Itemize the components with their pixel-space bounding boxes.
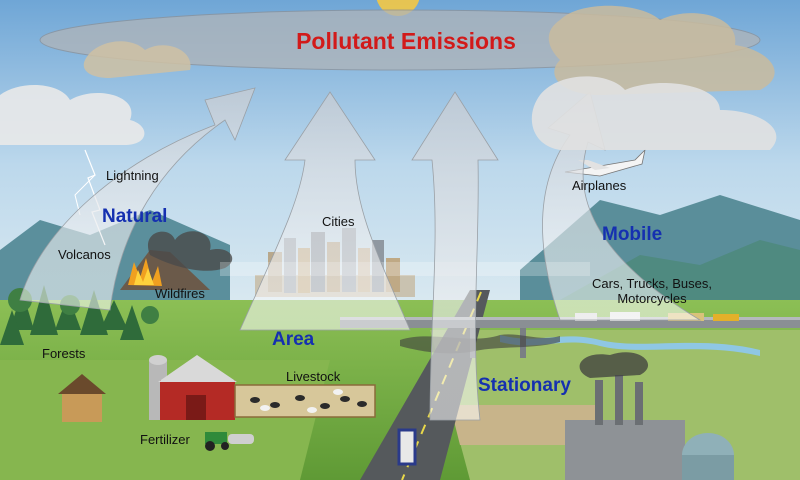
label-wildfires: Wildfires	[155, 286, 205, 301]
category-stationary: Stationary	[478, 375, 571, 396]
house	[62, 392, 102, 422]
category-mobile: Mobile	[602, 224, 663, 245]
arrow-stationary	[411, 91, 499, 421]
arrow-area	[239, 91, 411, 331]
label-airplanes: Airplanes	[572, 178, 627, 193]
emission-arrows	[19, 87, 702, 421]
river	[500, 335, 760, 356]
smoke	[147, 231, 233, 271]
label-fertilizer: Fertilizer	[140, 432, 190, 447]
truck-on-road	[397, 428, 417, 466]
clouds	[0, 5, 777, 150]
overpass	[340, 319, 800, 328]
category-area: Area	[272, 329, 315, 350]
label-cities: Cities	[322, 214, 355, 229]
factory-smoke	[579, 352, 649, 378]
label-livestock: Livestock	[286, 369, 341, 384]
airplane	[564, 148, 646, 177]
factory	[565, 352, 734, 480]
arrow-natural	[19, 87, 256, 311]
farm	[58, 355, 376, 451]
tractor	[205, 432, 227, 444]
category-natural: Natural	[102, 206, 168, 227]
label-vehicles-line2: Motorcycles	[617, 291, 687, 306]
label-vehicles-line1: Cars, Trucks, Buses,	[592, 276, 712, 291]
page-title: Pollutant Emissions	[296, 28, 516, 54]
label-lightning: Lightning	[106, 168, 159, 183]
lot-right	[450, 405, 600, 445]
label-volcanos: Volcanos	[58, 247, 111, 262]
label-forests: Forests	[42, 346, 86, 361]
